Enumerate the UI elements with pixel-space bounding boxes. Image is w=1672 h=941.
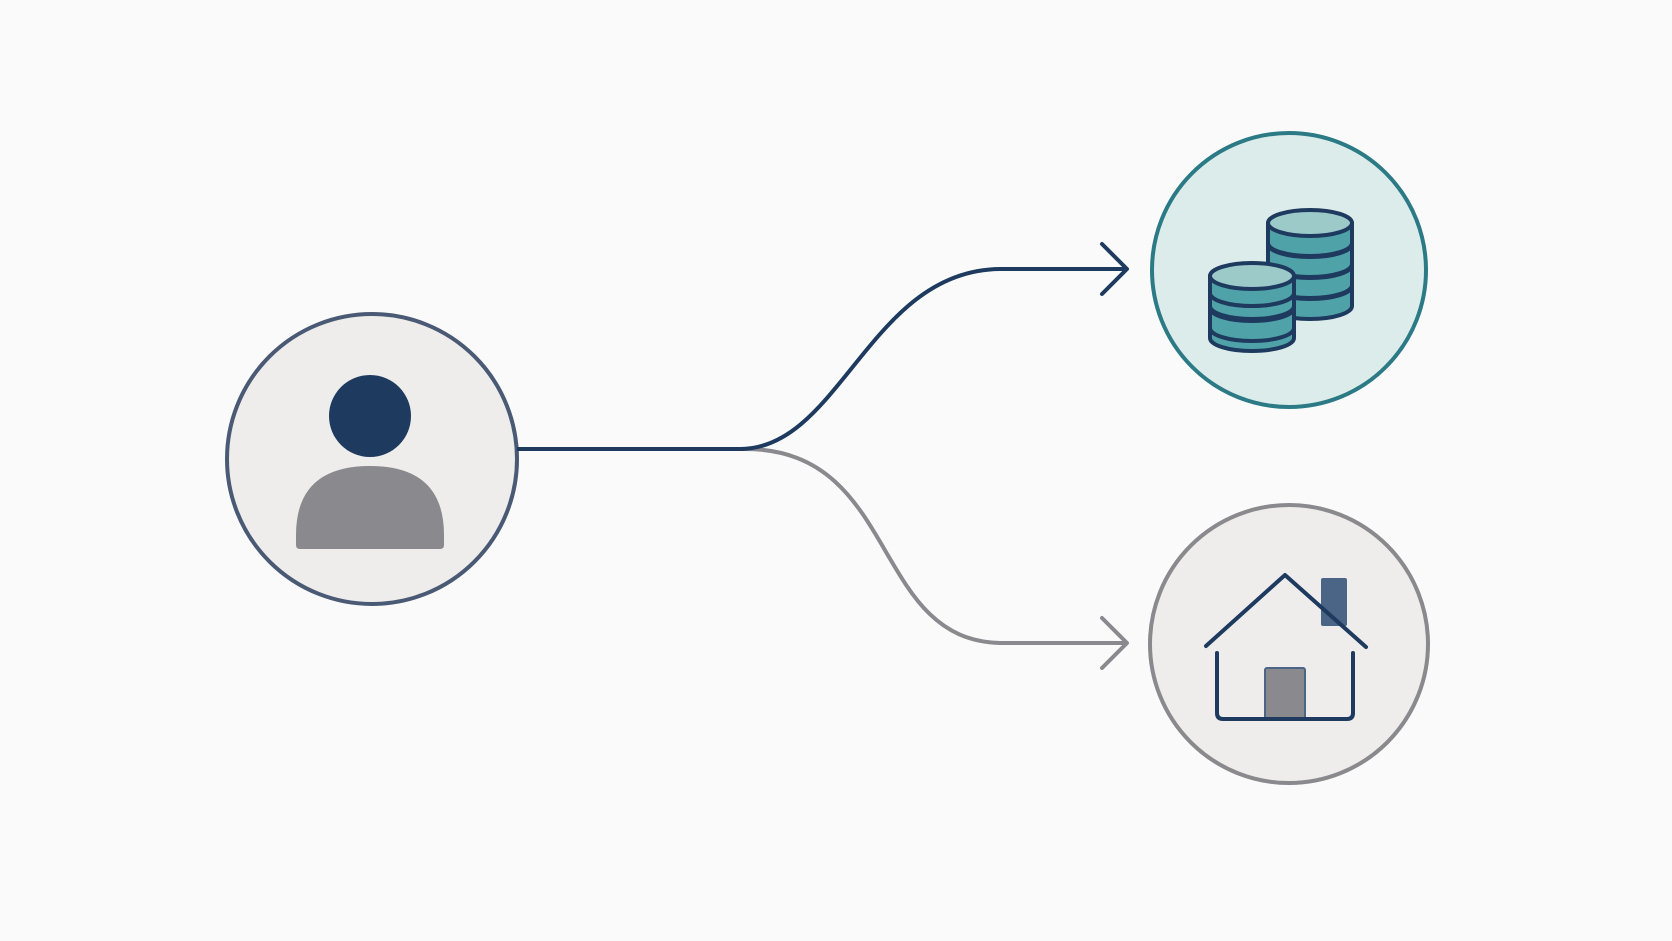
- house-walls: [1215, 651, 1355, 721]
- house-roof: [1204, 573, 1368, 649]
- person-body: [296, 466, 444, 549]
- connector-to-money: [738, 267, 1127, 451]
- person-node: [225, 312, 519, 606]
- home-node-circle: [1148, 503, 1430, 785]
- home-node: [1148, 503, 1430, 785]
- money-node: [1150, 131, 1428, 409]
- arrowhead-to-home: [1100, 616, 1129, 670]
- house-door: [1264, 667, 1306, 720]
- connector-to-home: [743, 447, 1127, 645]
- coins-icon: [1208, 208, 1354, 353]
- arrowhead-to-money: [1100, 242, 1129, 296]
- person-head: [329, 375, 411, 457]
- coin-stack-front: [1208, 261, 1296, 353]
- house-icon: [1204, 573, 1368, 721]
- person-node-circle: [225, 312, 519, 606]
- person-icon: [296, 375, 444, 549]
